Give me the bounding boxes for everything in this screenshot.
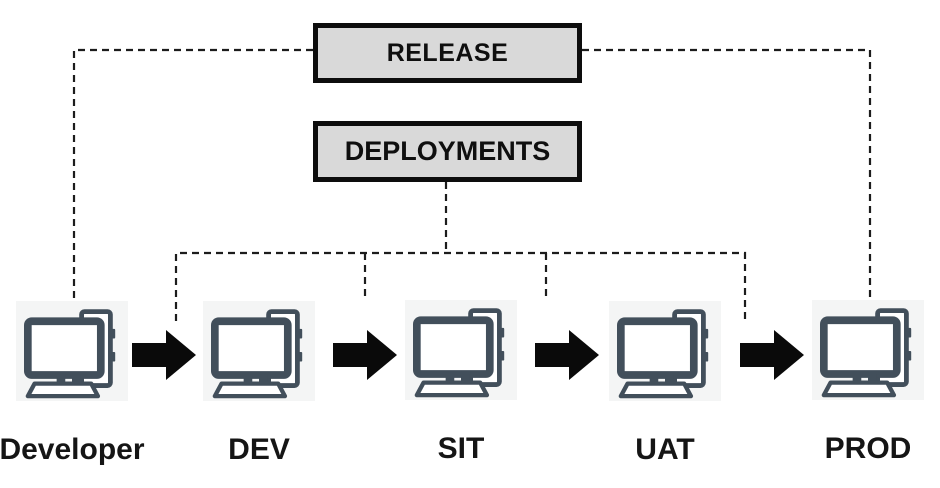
- env-label-dev: DEV: [228, 433, 290, 466]
- env-node-uat: UAT: [583, 301, 747, 467]
- right-block-arrow-icon: [132, 330, 196, 380]
- workstation-icon: [609, 301, 721, 401]
- right-block-arrow-icon: [740, 330, 804, 380]
- workstation-icon: [16, 301, 128, 401]
- deployments-box: DEPLOYMENTS: [313, 121, 582, 182]
- connector-release-to-developer: [72, 48, 313, 303]
- workstation-icon: [812, 300, 924, 400]
- workstation-icon: [203, 301, 315, 401]
- env-label-uat: UAT: [635, 433, 695, 466]
- env-node-sit: SIT: [379, 300, 543, 466]
- env-label-developer: Developer: [0, 433, 145, 466]
- env-label-prod: PROD: [824, 432, 912, 465]
- connector-deployments-branch: [174, 251, 747, 321]
- release-label: RELEASE: [386, 38, 509, 67]
- env-node-dev: DEV: [177, 301, 341, 467]
- connector-release-to-prod: [582, 48, 872, 300]
- right-block-arrow-icon: [535, 330, 599, 380]
- env-node-prod: PROD: [786, 300, 940, 466]
- deployments-label: DEPLOYMENTS: [344, 136, 551, 166]
- release-box: RELEASE: [313, 23, 582, 83]
- env-label-sit: SIT: [437, 432, 485, 465]
- right-block-arrow-icon: [333, 330, 397, 380]
- env-node-developer: Developer: [0, 301, 154, 467]
- workstation-icon: [405, 300, 517, 400]
